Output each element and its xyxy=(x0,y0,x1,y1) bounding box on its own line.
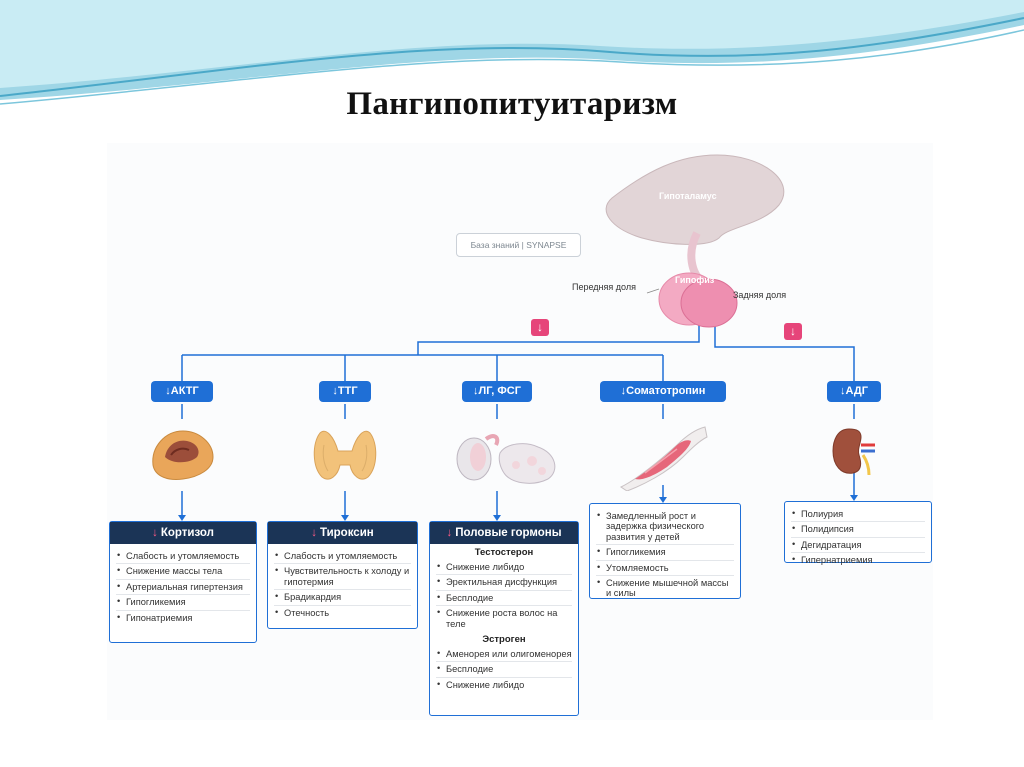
list-item: Снижение роста волос на теле xyxy=(436,606,572,631)
thyroxine-title: Тироксин xyxy=(320,527,374,539)
watermark: База знаний | SYNAPSE xyxy=(456,233,581,257)
connector-lines xyxy=(178,154,858,521)
testosterone-subheading: Тестостерон xyxy=(474,547,534,558)
somatotropin-box: Замедленный рост и задержка физического … xyxy=(589,503,741,599)
thyroid-gland-icon xyxy=(313,430,377,480)
header-waves xyxy=(0,0,1024,105)
list-item: Полидипсия xyxy=(791,522,925,538)
down-arrow-icon: ↓ xyxy=(311,527,317,539)
list-item: Утомляемость xyxy=(596,561,734,577)
lh-fsh-pill: ↓ЛГ, ФСГ xyxy=(462,381,532,402)
kidney-icon xyxy=(832,428,875,476)
list-item: Брадикардия xyxy=(274,590,411,606)
down-arrow-icon: ↓ xyxy=(446,527,453,539)
list-item: Эректильная дисфункция xyxy=(436,575,572,591)
cortisol-title: Кортизол xyxy=(160,527,214,539)
thyroxine-box: ↓Тироксин Слабость и утомляемость Чувств… xyxy=(267,521,418,629)
list-item: Слабость и утомляемость xyxy=(116,549,250,565)
adrenal-gland-icon xyxy=(152,430,214,480)
list-item: Гипонатриемия xyxy=(116,611,250,625)
posterior-down-badge: ↓ xyxy=(784,323,802,340)
down-arrow-icon: ↓ xyxy=(152,527,158,539)
list-item: Замедленный рост и задержка физического … xyxy=(596,509,734,546)
adh-box: Полиурия Полидипсия Дегидратация Гиперна… xyxy=(784,501,932,565)
list-item: Бесплодие xyxy=(436,662,572,678)
list-item: Снижение либидо xyxy=(436,678,572,692)
anterior-lobe-label: Передняя доля xyxy=(572,282,636,292)
slide-title: Пангипопитуитаризм xyxy=(346,86,678,122)
list-item: Слабость и утомляемость xyxy=(274,549,411,565)
list-item: Аменорея или олигоменорея xyxy=(436,647,572,663)
anterior-down-badge: ↓ xyxy=(531,319,549,336)
panhypopituitarism-diagram: База знаний | SYNAPSE Гипоталамус Гипофи… xyxy=(107,143,933,720)
list-item: Бесплодие xyxy=(436,591,572,607)
list-item: Артериальная гипертензия xyxy=(116,580,250,596)
tsh-pill: ↓ТТГ xyxy=(319,381,371,402)
sex-hormones-box: ↓Половые гормоны Тестостерон Снижение ли… xyxy=(429,521,579,716)
sex-hormones-title: Половые гормоны xyxy=(455,527,562,539)
list-item: Гипернатриемия xyxy=(791,553,925,567)
list-item: Чувствительность к холоду и гипотермия xyxy=(274,564,411,591)
sex-hormones-box-header: ↓Половые гормоны xyxy=(430,522,578,544)
arm-muscle-icon xyxy=(620,426,708,491)
acth-pill: ↓АКТГ xyxy=(151,381,213,402)
adh-pill: ↓АДГ xyxy=(827,381,881,402)
hypothalamus-label: Гипоталамус xyxy=(659,191,717,201)
list-item: Гипогликемия xyxy=(116,595,250,611)
list-item: Снижение мышечной массы и силы xyxy=(596,576,734,601)
thyroxine-box-header: ↓Тироксин xyxy=(268,522,417,544)
list-item: Дегидратация xyxy=(791,538,925,554)
list-item: Полиурия xyxy=(791,507,925,523)
cortisol-box: ↓Кортизол Слабость и утомляемость Снижен… xyxy=(109,521,257,643)
list-item: Гипогликемия xyxy=(596,545,734,561)
list-item: Отечность xyxy=(274,606,411,620)
pituitary-label: Гипофиз xyxy=(675,275,715,285)
gonads-icon xyxy=(456,434,556,484)
estrogen-subheading: Эстроген xyxy=(482,634,526,646)
list-item: Снижение либидо xyxy=(436,560,572,576)
posterior-lobe-label: Задняя доля xyxy=(733,290,787,300)
list-item: Снижение массы тела xyxy=(116,564,250,580)
cortisol-box-header: ↓Кортизол xyxy=(110,522,256,544)
somatotropin-pill: ↓Соматотропин xyxy=(600,381,726,402)
